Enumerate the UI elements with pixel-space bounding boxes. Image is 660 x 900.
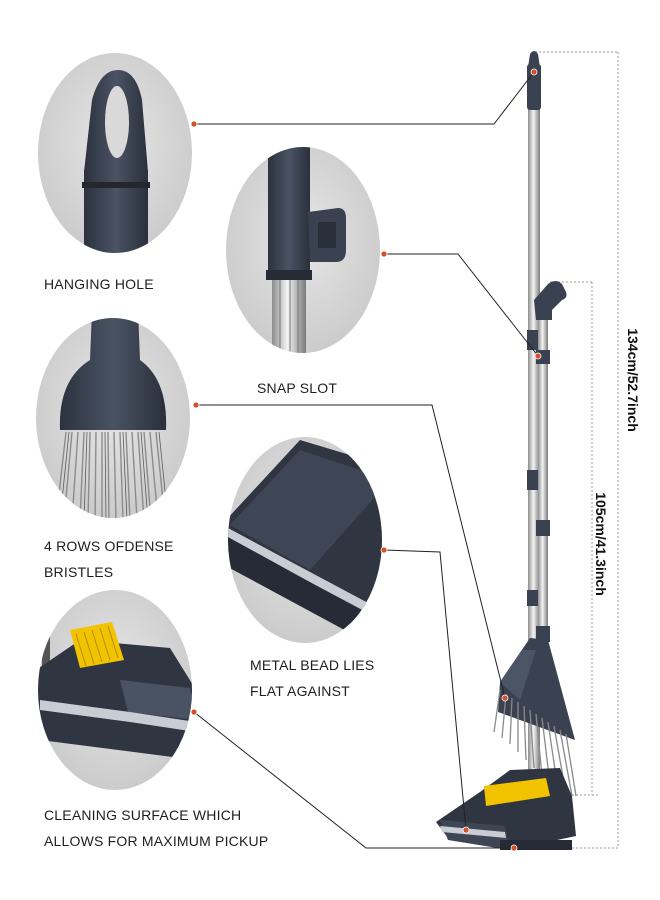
pointer-dots — [190, 68, 542, 852]
metal-bead-label: METAL BEAD LIES FLAT AGAINST — [250, 657, 375, 699]
broom-and-dustpan — [436, 51, 577, 850]
hanging-hole-label: HANGING HOLE — [44, 276, 154, 292]
hanging-hole-detail — [38, 53, 192, 253]
dimension-lines — [500, 51, 619, 849]
cleaning-surface-detail — [38, 590, 192, 790]
bristles-label: 4 ROWS OFDENSE BRISTLES — [44, 538, 174, 580]
metal-bead-detail — [228, 437, 382, 643]
snap-slot-detail — [226, 147, 380, 353]
bristles-detail — [36, 318, 190, 518]
total-height-label: 134cm/52.7inch — [625, 328, 641, 432]
broom-height-label: 105cm/41.3inch — [593, 492, 609, 596]
cleaning-surface-label: CLEANING SURFACE WHICH ALLOWS FOR MAXIMU… — [44, 807, 269, 849]
leader-lines — [193, 71, 539, 849]
snap-slot-label: SNAP SLOT — [257, 380, 338, 396]
